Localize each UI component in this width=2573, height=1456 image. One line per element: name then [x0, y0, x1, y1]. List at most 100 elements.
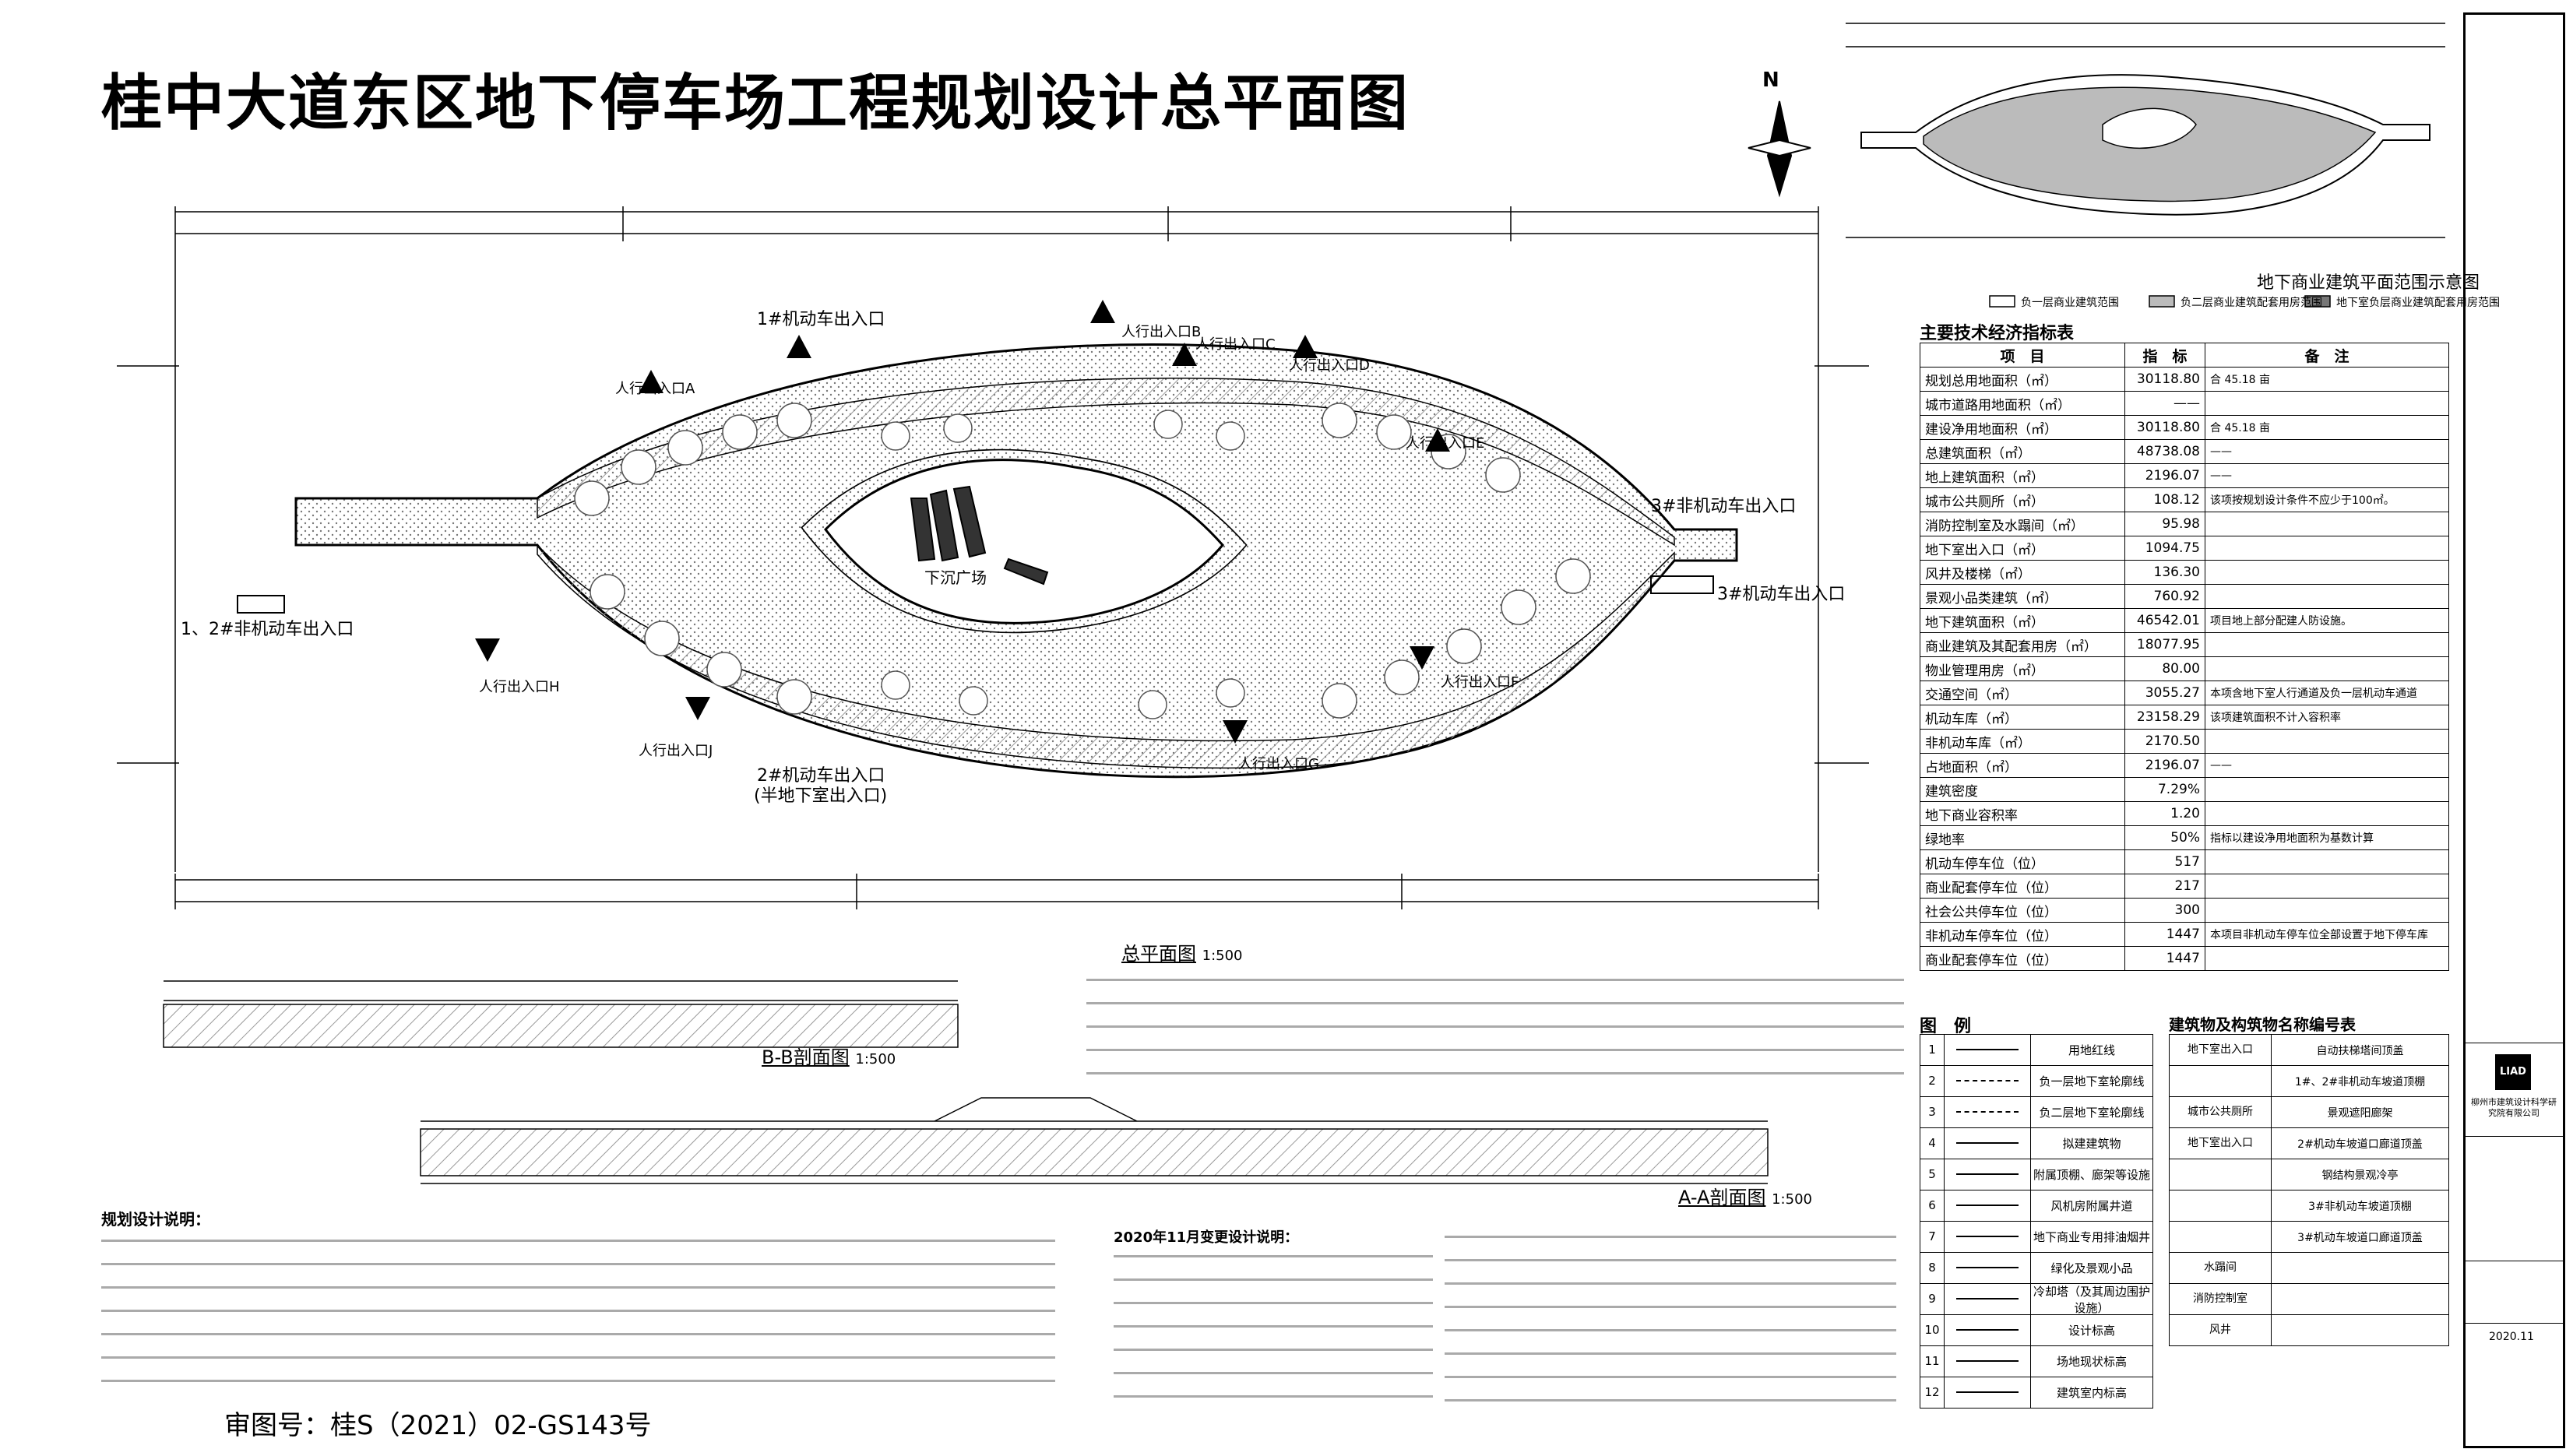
indicator-row: 消防控制室及水蹋间（㎡）95.98	[1920, 512, 2449, 536]
company-name: 柳州市建筑设计科学研究院有限公司	[2471, 1097, 2557, 1118]
legend-label: 负一层地下室轮廓线	[2039, 1074, 2145, 1088]
indicator-note: 该项建筑面积不计入容积率	[2205, 705, 2449, 730]
indicator-value: 1447	[2124, 946, 2205, 971]
indicator-item: 地下商业容积率	[1920, 801, 2125, 826]
indicator-row: 占地面积（㎡）2196.07——	[1920, 753, 2449, 778]
aa-section-caption: A-A剖面图 1:500	[1678, 1182, 1812, 1209]
entrance-2-note: (半地下室出入口)	[754, 786, 888, 806]
notes-text-block	[101, 1230, 1055, 1401]
pedestrian-b-label: 人行出入口B	[1121, 324, 1202, 340]
indicator-row: 物业管理用房（㎡）80.00	[1920, 656, 2449, 681]
building-row: 钢结构景观冷亭	[2169, 1159, 2449, 1190]
legend-number: 7	[1920, 1222, 1945, 1252]
indicator-item: 机动车库（㎡）	[1920, 705, 2125, 730]
indicator-item: 占地面积（㎡）	[1920, 753, 2125, 778]
indicator-value: 7.29%	[2124, 777, 2205, 802]
building-group	[2170, 1222, 2272, 1252]
building-label: 自动扶梯塔间顶盖	[2316, 1044, 2404, 1057]
building-group: 地下室出入口	[2170, 1035, 2272, 1065]
indicator-note	[2205, 656, 2449, 681]
building-group: 城市公共厕所	[2170, 1097, 2272, 1127]
indicator-value: 80.00	[2124, 656, 2205, 681]
issue-date: 2020.11	[2489, 1331, 2534, 1343]
buildings-heading: 建筑物及构筑物名称编号表	[2169, 1015, 2356, 1034]
legend-label: 绿化及景观小品	[2050, 1261, 2133, 1275]
indicator-item: 城市道路用地面积（㎡）	[1920, 391, 2125, 416]
indicator-item: 城市公共厕所（㎡）	[1920, 487, 2125, 512]
pedestrian-entrance-markers	[475, 300, 1450, 744]
indicator-item: 风井及楼梯（㎡）	[1920, 560, 2125, 585]
bb-section-title: B-B剖面图	[762, 1046, 850, 1068]
pedestrian-e-label: 人行出入口E	[1406, 435, 1485, 452]
building-group: 水蹋间	[2170, 1253, 2272, 1283]
building-row: 风井	[2169, 1315, 2449, 1346]
bb-section-caption: B-B剖面图 1:500	[762, 1042, 896, 1069]
indicator-value: 48738.08	[2124, 439, 2205, 464]
indicator-item: 总建筑面积（㎡）	[1920, 439, 2125, 464]
indicator-item: 机动车停车位（位）	[1920, 849, 2125, 874]
legend-label: 地下商业专用排油烟井	[2033, 1230, 2150, 1244]
indicator-value: 50%	[2124, 825, 2205, 850]
commercial-legend-2: 负二层商业建筑配套用房范围	[2181, 297, 2322, 309]
legend-number: 8	[1920, 1253, 1945, 1283]
pedestrian-f-label: 人行出入口F	[1441, 674, 1519, 691]
indicator-note	[2205, 874, 2449, 899]
indicator-row: 非机动车库（㎡）2170.50	[1920, 729, 2449, 754]
building-label: 2#机动车坡道口廊道顶盖	[2297, 1138, 2423, 1151]
north-label: N	[1762, 69, 1779, 92]
col-note: 备 注	[2205, 343, 2449, 368]
indicator-value: 136.30	[2124, 560, 2205, 585]
legend-swatch	[1945, 1035, 2031, 1065]
commercial-scope-caption: 地下商业建筑平面范围示意图	[2257, 273, 2480, 293]
legend-number: 2	[1920, 1066, 1945, 1096]
indicator-item: 商业配套停车位（位）	[1920, 946, 2125, 971]
legend-label: 风机房附属井道	[2050, 1199, 2133, 1213]
right-ramp	[1650, 575, 1714, 594]
indicator-note: 项目地上部分配建人防设施。	[2205, 608, 2449, 633]
building-label: 钢结构景观冷亭	[2321, 1169, 2399, 1182]
indicator-note: 指标以建设净用地面积为基数计算	[2205, 825, 2449, 850]
commercial-scope-sketch	[1846, 23, 2445, 238]
legend-swatch	[1945, 1284, 2031, 1314]
indicator-row: 地上建筑面积（㎡）2196.07——	[1920, 463, 2449, 488]
indicator-note	[2205, 391, 2449, 416]
building-group: 地下室出入口	[2170, 1128, 2272, 1159]
building-row: 消防控制室	[2169, 1284, 2449, 1315]
aa-section-drawing	[420, 1097, 1769, 1184]
indicator-note: 合 45.18 亩	[2205, 415, 2449, 440]
legend-item: 8 绿化及景观小品	[1920, 1253, 2153, 1284]
title-block: LIAD 柳州市建筑设计科学研究院有限公司 2020.11	[2463, 12, 2565, 1448]
aa-section-title: A-A剖面图	[1678, 1187, 1766, 1208]
indicator-note: 本项含地下室人行通道及负一层机动车通道	[2205, 681, 2449, 705]
indicator-note	[2205, 584, 2449, 609]
building-label: 3#非机动车坡道顶棚	[2308, 1200, 2412, 1213]
legend-number: 12	[1920, 1377, 1945, 1408]
entrance-3-nonmotor-label: 3#非机动车出入口	[1651, 497, 1797, 516]
indicator-note	[2205, 512, 2449, 536]
indicator-note	[2205, 801, 2449, 826]
building-row: 城市公共厕所景观遮阳廊架	[2169, 1097, 2449, 1128]
adjust-notes-text-block	[1445, 1226, 1896, 1409]
pedestrian-j-label: 人行出入口J	[639, 743, 713, 759]
indicator-item: 社会公共停车位（位）	[1920, 898, 2125, 923]
indicator-item: 规划总用地面积（㎡）	[1920, 367, 2125, 392]
building-group	[2170, 1159, 2272, 1190]
indicator-table-heading: 主要技术经济指标表	[1920, 324, 2075, 343]
legend-swatch	[1945, 1222, 2031, 1252]
indicator-value: 1094.75	[2124, 536, 2205, 561]
indicator-note	[2205, 536, 2449, 561]
change-notes-text-block	[1114, 1246, 1433, 1409]
entrance-12-nonmotor-label: 1、2#非机动车出入口	[181, 620, 354, 639]
indicator-value: ——	[2124, 391, 2205, 416]
indicator-row: 机动车停车位（位）517	[1920, 849, 2449, 874]
indicator-value: 46542.01	[2124, 608, 2205, 633]
